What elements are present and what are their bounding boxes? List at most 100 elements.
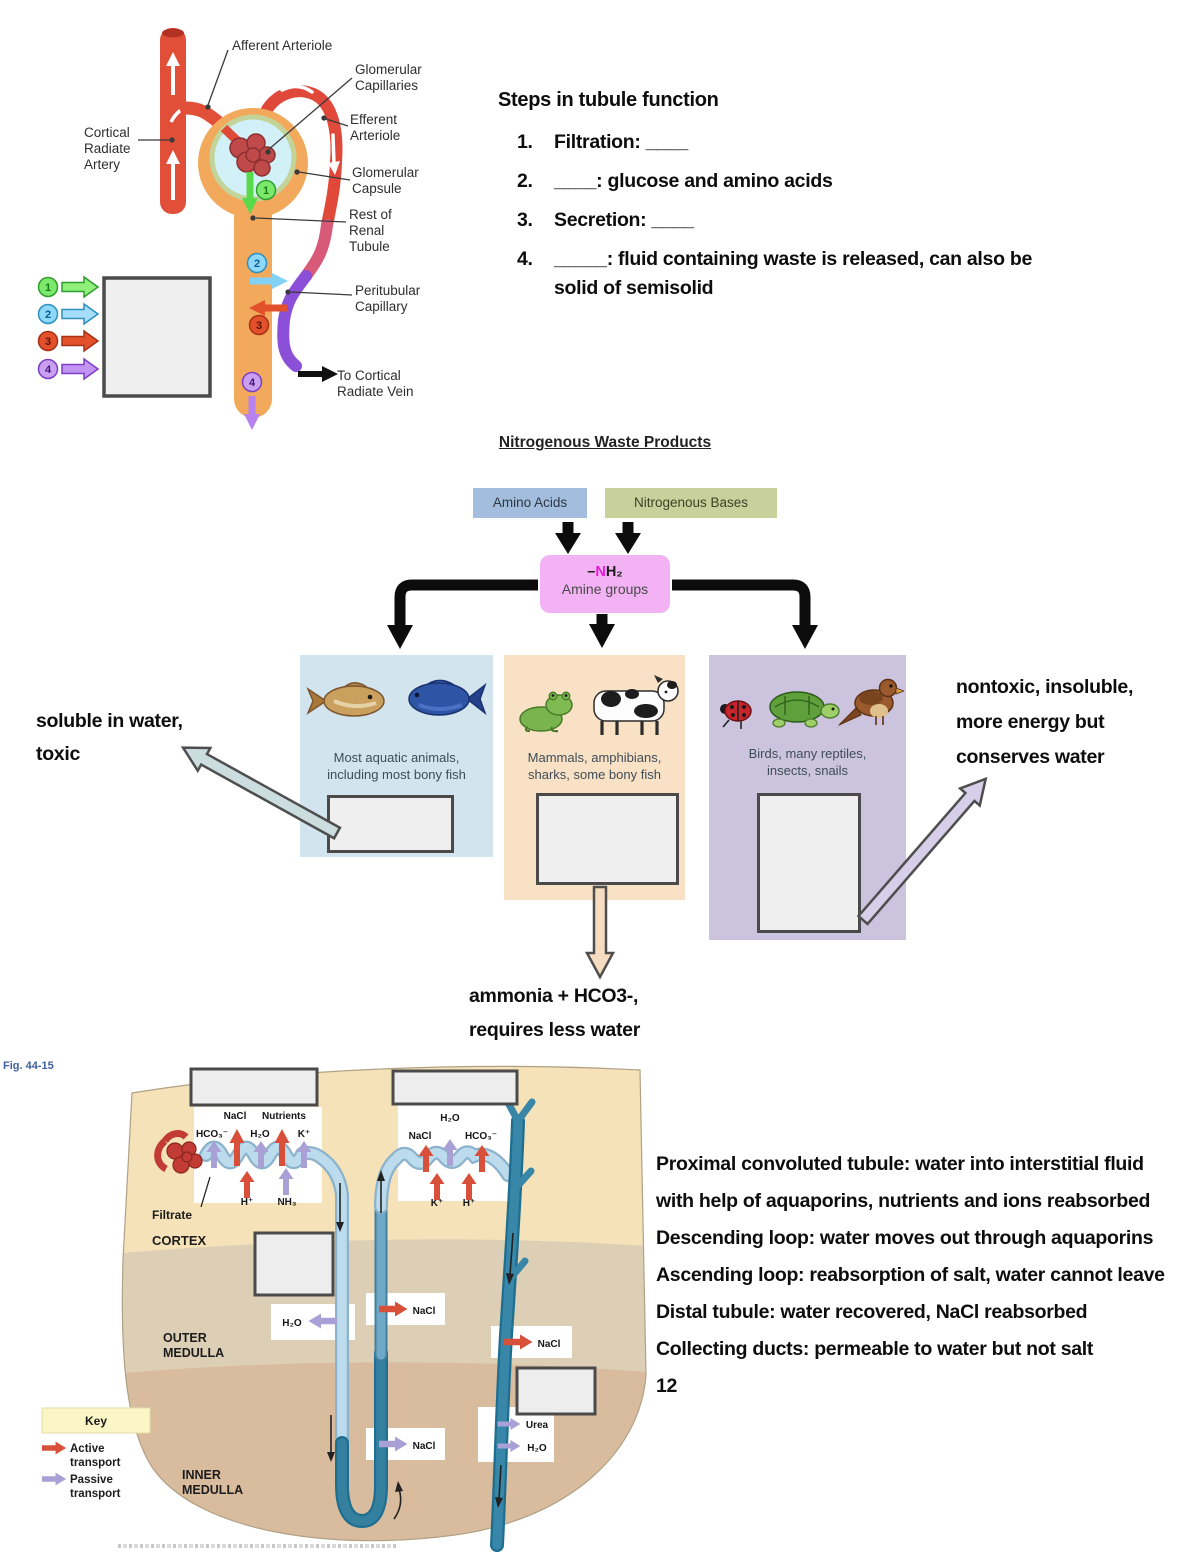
afferent-arteriole-label: Afferent Arteriole <box>232 38 333 53</box>
key-passive-line1: Passive <box>70 1474 113 1486</box>
birds-caption: Birds, many reptiles, insects, snails <box>748 746 867 778</box>
bird-animal-icons <box>720 678 906 729</box>
mammals-caption: Mammals, amphibians, sharks, some bony f… <box>527 750 662 782</box>
amino-acids-box: Amino Acids <box>473 488 587 518</box>
step-text: Secretion: ____ <box>554 209 694 231</box>
svg-text:NH₃: NH₃ <box>277 1197 296 1208</box>
note-descending: Descending loop: water moves out through… <box>656 1227 1154 1249</box>
answer-box-birds[interactable] <box>757 793 861 933</box>
step-1-number: 1 <box>263 185 269 197</box>
glomerular-capillaries-label: Glomerular Capillaries <box>355 62 422 94</box>
efferent-and-peritubular-vessels <box>257 84 343 372</box>
answer-box-nephron-legend[interactable] <box>102 276 212 398</box>
svg-text:Urea: Urea <box>526 1420 549 1431</box>
waste-chart-title: Nitrogenous Waste Products <box>498 434 712 451</box>
leader-lines <box>138 49 353 296</box>
nitrogenous-bases-box: Nitrogenous Bases <box>605 488 777 518</box>
note-distal: Distal tubule: water recovered, NaCl rea… <box>656 1301 1088 1323</box>
key-passive-line2: transport <box>70 1488 121 1500</box>
svg-text:H₂O: H₂O <box>440 1113 460 1124</box>
note-proximal: Proximal convoluted tubule: water into i… <box>656 1153 1151 1212</box>
legend-1: 1 <box>45 282 51 294</box>
urea-h2o-panel <box>478 1407 554 1462</box>
ladybug-icon <box>720 700 752 729</box>
mammals-panel: Mammals, amphibians, sharks, some bony f… <box>504 655 685 900</box>
legend-arrow-3 <box>61 329 100 353</box>
page-number: 12 <box>656 1375 678 1397</box>
nephron-diagram: 1 2 3 4 1 <box>0 0 480 435</box>
turtle-icon <box>769 691 840 728</box>
filtrate-label: Filtrate <box>152 1208 192 1222</box>
svg-text:HCO₃⁻: HCO₃⁻ <box>465 1131 497 1142</box>
step-item-1: 1. Filtration: ____ <box>498 128 1102 157</box>
frog-icon <box>518 691 573 733</box>
step-number: 2. <box>517 170 533 192</box>
vein-arrow <box>298 366 338 382</box>
step-text: Filtration: ____ <box>554 131 688 153</box>
svg-text:H⁺: H⁺ <box>463 1198 476 1209</box>
answer-box-collecting[interactable] <box>515 1366 597 1416</box>
efferent-arteriole-label: Efferent Arteriole <box>350 112 401 144</box>
fig-44-15-diagram: Fig. 44-15 <box>0 1055 660 1553</box>
active-transport-arrow-icon <box>41 1441 67 1455</box>
ammonia-annotation-arrow <box>584 885 616 980</box>
medulla-transport-labels: H₂O NaCl NaCl NaCl Urea H₂O <box>282 1306 560 1454</box>
peritubular-capillary-label: Peritubular Capillary <box>355 283 421 315</box>
answer-box-descending[interactable] <box>253 1231 335 1297</box>
flow-step-3-marker: 3 <box>248 300 287 336</box>
cow-icon <box>592 675 679 735</box>
svg-text:NaCl: NaCl <box>409 1131 432 1142</box>
birds-panel: Birds, many reptiles, insects, snails <box>709 655 906 940</box>
step-3-number: 3 <box>256 320 262 332</box>
blue-fish-icon <box>408 679 487 716</box>
legend-arrow-2 <box>61 302 100 326</box>
passive-transport-arrow-icon <box>41 1472 67 1486</box>
answer-box-distal[interactable] <box>391 1069 519 1106</box>
formula-n: N <box>595 564 606 580</box>
svg-text:H₂O: H₂O <box>250 1129 270 1140</box>
step-item-3: 3. Secretion: ____ <box>498 206 1102 235</box>
aquatic-caption: Most aquatic animals, including most bon… <box>327 750 466 782</box>
key-active-line1: Active <box>70 1443 105 1455</box>
outer-medulla-label: OUTER MEDULLA <box>163 1331 224 1360</box>
steps-section: Steps in tubule function 1. Filtration: … <box>498 86 1102 313</box>
ammonia-annotation: ammonia + HCO3-, requires less water <box>469 985 640 1041</box>
svg-text:INNER: INNER <box>182 1468 221 1482</box>
answer-box-mammals[interactable] <box>536 793 679 885</box>
svg-text:OUTER: OUTER <box>163 1331 207 1345</box>
svg-text:NaCl: NaCl <box>538 1339 561 1350</box>
answer-box-aquatic[interactable] <box>327 795 454 853</box>
formula-dash: – <box>587 564 596 580</box>
legend-4: 4 <box>45 364 52 376</box>
filtrate-leader <box>200 1176 211 1208</box>
to-cortical-radiate-vein-label: To Cortical Radiate Vein <box>337 368 414 400</box>
tubule-notes: Proximal convoluted tubule: water into i… <box>656 1146 1180 1405</box>
note-ascending: Ascending loop: reabsorption of salt, wa… <box>656 1264 1165 1286</box>
svg-text:NaCl: NaCl <box>413 1306 436 1317</box>
svg-text:MEDULLA: MEDULLA <box>163 1346 224 1360</box>
step-number: 3. <box>517 209 533 231</box>
legend-arrow-4 <box>61 357 100 381</box>
kidney-medulla-drawing: Fig. 44-15 <box>3 1060 647 1552</box>
answer-box-proximal[interactable] <box>189 1067 319 1107</box>
svg-text:Nutrients: Nutrients <box>262 1111 306 1122</box>
formula-h2: H₂ <box>605 564 623 580</box>
nephron-legend: 1 2 3 4 <box>37 275 212 398</box>
proximal-ions: NaCl Nutrients HCO₃⁻ H₂O K⁺ H⁺ NH₃ <box>196 1111 310 1208</box>
legend-3: 3 <box>45 336 51 348</box>
amine-formula: –NH₂ <box>540 564 670 580</box>
mammal-animal-icons <box>518 675 679 735</box>
cortical-radiate-artery-label: Cortical Radiate Artery <box>84 125 131 173</box>
cortex-label: CORTEX <box>152 1233 207 1248</box>
bird-icon <box>835 678 906 729</box>
svg-text:H₂O: H₂O <box>527 1443 547 1454</box>
nephron-drawing: 1 2 3 4 1 <box>37 28 353 430</box>
glomerulus <box>154 1130 203 1174</box>
aquatic-animal-icons <box>306 679 487 717</box>
key-title: Key <box>85 1414 107 1428</box>
svg-text:H⁺: H⁺ <box>241 1197 254 1208</box>
step-2-number: 2 <box>254 258 260 270</box>
rest-of-renal-tubule-label: Rest of Renal Tubule <box>349 207 392 255</box>
flow-step-2-marker: 2 <box>246 252 288 289</box>
